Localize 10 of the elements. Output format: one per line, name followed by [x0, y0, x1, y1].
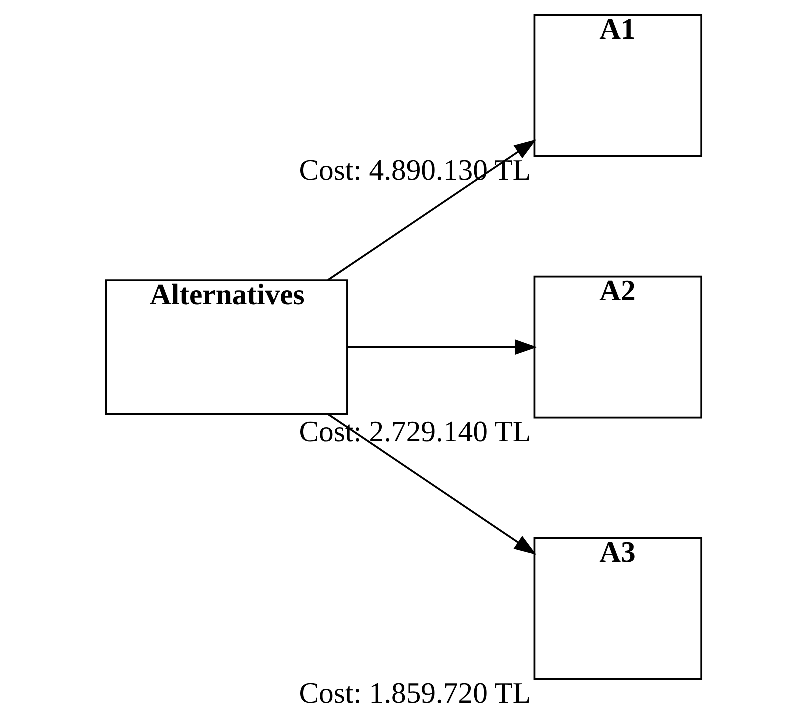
node-label: Cost: 1.859.720 TL	[298, 678, 531, 710]
node-box: A1	[533, 14, 702, 158]
node-label: Cost: 4.890.130 TL	[298, 155, 531, 188]
node-box: A2	[533, 276, 702, 419]
node-label: Cost: 2.729.140 TL	[298, 416, 531, 448]
node-box: A3	[533, 537, 702, 680]
arrow	[327, 140, 536, 282]
node-box: Alternatives	[104, 280, 348, 415]
arrow	[327, 414, 536, 555]
arrow	[347, 340, 537, 356]
